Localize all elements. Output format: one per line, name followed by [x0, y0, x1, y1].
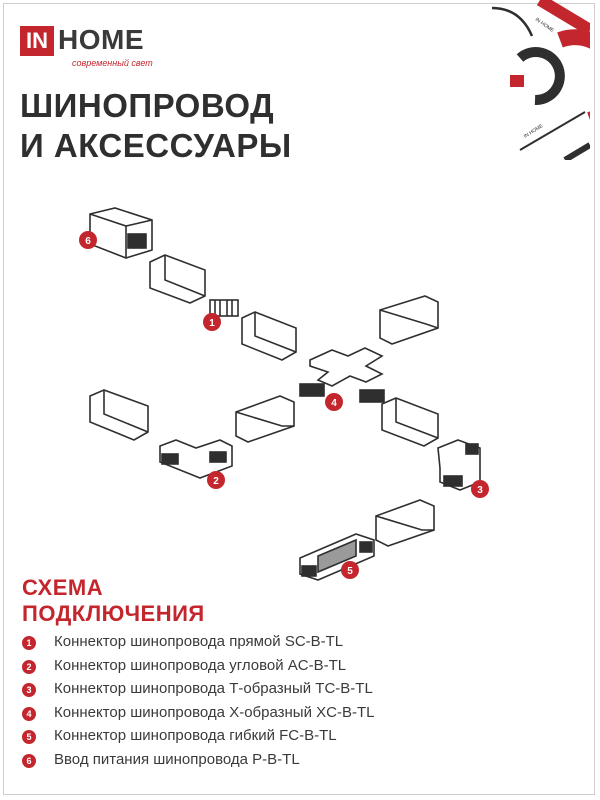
rail-segment [89, 389, 149, 441]
legend-number-badge: 4 [22, 706, 36, 721]
legend-number-badge: 5 [22, 730, 36, 745]
callout-1-badge [203, 313, 221, 331]
t-connector-part [437, 439, 481, 491]
legend-text: Коннектор шинопровода угловой AC-B-TL [54, 656, 347, 674]
callout-6-badge [79, 231, 97, 249]
logo-tagline: современный свет [72, 58, 153, 68]
deco-stripe-top [536, 0, 590, 36]
x-connector-part [299, 347, 385, 403]
rail-segment [379, 295, 439, 345]
callout-6-label: 6 [85, 236, 91, 247]
deco-arc-red [557, 29, 590, 120]
legend-text: Коннектор шинопровода гибкий FC-B-TL [54, 727, 337, 745]
legend-text: Коннектор шинопровода Х-образный XC-B-TL [54, 703, 375, 721]
title-line-1: ШИНОПРОВОД [20, 87, 275, 124]
deco-square [510, 75, 524, 87]
callout-4-badge [325, 393, 343, 411]
rail-segment [381, 397, 439, 447]
callout-4-label: 4 [331, 398, 337, 409]
page-frame [3, 3, 595, 795]
deco-arc-dark [516, 47, 565, 106]
legend-number-badge: 1 [22, 636, 36, 650]
legend-number-badge: 2 [22, 659, 36, 674]
scheme-line-2: ПОДКЛЮЧЕНИЯ [22, 601, 205, 626]
callout-1-label: 1 [209, 318, 215, 329]
title-line-2: И АКСЕССУАРЫ [20, 127, 292, 164]
rail-segment [235, 395, 295, 443]
decorative-brand-mark: IN HOME IN HOME [491, 0, 590, 160]
straight-connector-part [209, 299, 239, 317]
corner-connector-part [159, 439, 233, 479]
callout-2-label: 2 [213, 476, 219, 487]
page-title: ШИНОПРОВОД И АКСЕССУАРЫ [20, 86, 292, 166]
callout-5-label: 5 [347, 566, 353, 577]
flexible-connector-part [299, 533, 375, 581]
rail-segment [375, 499, 435, 547]
logo-in-badge: IN [20, 26, 54, 56]
legend-number-badge: 6 [22, 753, 36, 768]
deco-arc-thin [491, 6, 534, 37]
callout-3-badge [471, 480, 489, 498]
legend-number-badge: 3 [22, 683, 36, 698]
deco-line [519, 111, 586, 151]
callout-5-badge [341, 561, 359, 579]
legend-text: Ввод питания шинопровода P-B-TL [54, 750, 300, 768]
callout-3-label: 3 [477, 485, 483, 496]
callout-2-badge [207, 471, 225, 489]
power-feed-part [89, 207, 153, 259]
rail-segment [149, 254, 206, 304]
deco-stripe-bottom [563, 142, 590, 160]
logo-home-text: HOME [58, 24, 144, 55]
scheme-heading: СХЕМА ПОДКЛЮЧЕНИЯ [22, 575, 205, 627]
rail-segment [241, 311, 297, 361]
legend-text: Коннектор шинопровода Т-образный TC-B-TL [54, 680, 373, 698]
legend-text: Коннектор шинопровода прямой SC-B-TL [54, 633, 344, 650]
deco-mini-mark: IN HOME [534, 17, 556, 35]
scheme-line-1: СХЕМА [22, 575, 104, 600]
connection-diagram: 6 1 4 2 3 5 [79, 207, 489, 581]
